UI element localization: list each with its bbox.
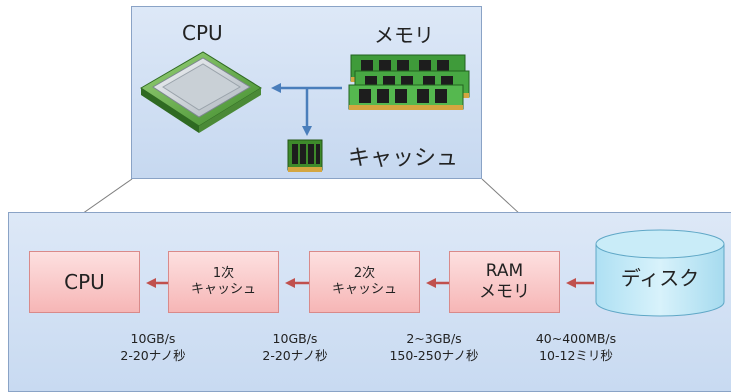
cpu-chip-icon xyxy=(140,51,262,133)
box-label-line: RAM xyxy=(485,260,524,281)
box-label-line: メモリ xyxy=(479,282,530,302)
box-label-line: CPU xyxy=(64,269,105,294)
memory-module-icon xyxy=(348,54,470,110)
stat-l2-link: 2~3GB/s 150-250ナノ秒 xyxy=(374,331,494,365)
stat-latency: 10-12ミリ秒 xyxy=(539,347,613,363)
cache-title: キャッシュ xyxy=(348,146,459,171)
hierarchy-box-l1-cache: 1次 キャッシュ xyxy=(168,251,279,313)
box-label-line: キャッシュ xyxy=(190,282,256,297)
cache-chip-icon xyxy=(287,139,323,172)
box-label-line: キャッシュ xyxy=(331,282,397,297)
memory-title: メモリ xyxy=(374,23,434,47)
hierarchy-box-cpu: CPU xyxy=(29,251,140,313)
cpu-title: CPU xyxy=(182,21,223,45)
stat-speed: 10GB/s xyxy=(272,331,318,346)
box-label-line: 2次 xyxy=(353,265,376,281)
stat-cpu-link: 10GB/s 2-20ナノ秒 xyxy=(93,331,213,365)
disk-label: ディスク xyxy=(620,266,700,290)
stat-speed: 10GB/s xyxy=(130,331,176,346)
stat-latency: 2-20ナノ秒 xyxy=(120,347,186,363)
hierarchy-box-l2-cache: 2次 キャッシュ xyxy=(309,251,420,313)
stat-ram-link: 40~400MB/s 10-12ミリ秒 xyxy=(516,331,636,365)
stat-speed: 2~3GB/s xyxy=(406,331,462,346)
box-label-line: 1次 xyxy=(212,265,235,281)
stat-speed: 40~400MB/s xyxy=(535,331,617,346)
hierarchy-box-ram: RAM メモリ xyxy=(449,251,560,313)
stat-latency: 2-20ナノ秒 xyxy=(262,347,328,363)
stat-l1-link: 10GB/s 2-20ナノ秒 xyxy=(235,331,355,365)
disk-cylinder-icon xyxy=(595,229,725,317)
stat-latency: 150-250ナノ秒 xyxy=(389,347,479,363)
